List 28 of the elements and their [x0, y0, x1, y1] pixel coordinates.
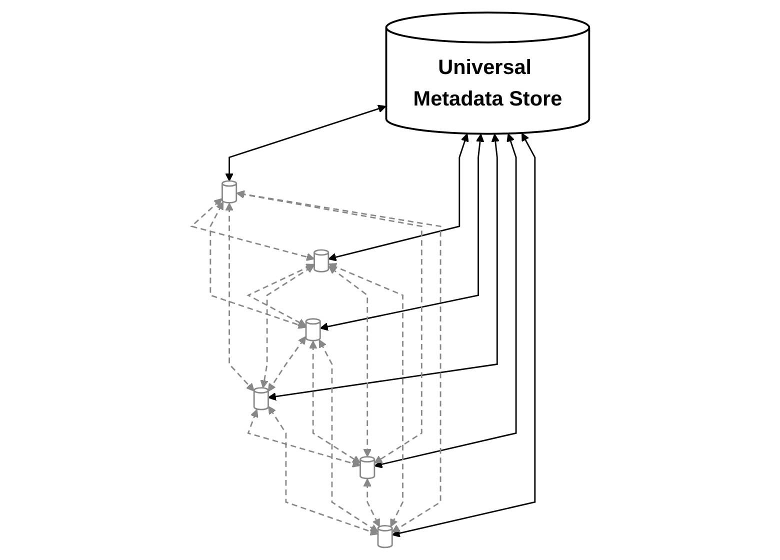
node-cylinder [304, 318, 320, 342]
arrow [328, 133, 468, 262]
arrow [268, 134, 500, 401]
arrow [328, 266, 372, 458]
arrow [318, 339, 378, 532]
arrow [362, 478, 380, 528]
node-cylinder [253, 387, 269, 410]
arrow [236, 190, 441, 533]
arrow [209, 202, 306, 329]
arrow [260, 265, 314, 388]
arrow [391, 132, 536, 538]
arrow [224, 202, 254, 392]
node-cylinder [359, 456, 375, 480]
arrow [246, 264, 314, 326]
arrow [319, 134, 484, 331]
node-cylinder [313, 249, 329, 272]
arrow [308, 340, 360, 464]
arrow [190, 198, 314, 261]
diagram: Universal Metadata Store [184, 5, 596, 555]
arrow [224, 104, 386, 182]
arrow [246, 409, 360, 468]
arrow [268, 336, 306, 392]
arrow [268, 406, 378, 536]
arrow [236, 190, 422, 464]
arrow [374, 133, 516, 468]
arrow [328, 263, 404, 528]
node-cylinder [376, 524, 392, 548]
node-cylinder [221, 180, 237, 204]
